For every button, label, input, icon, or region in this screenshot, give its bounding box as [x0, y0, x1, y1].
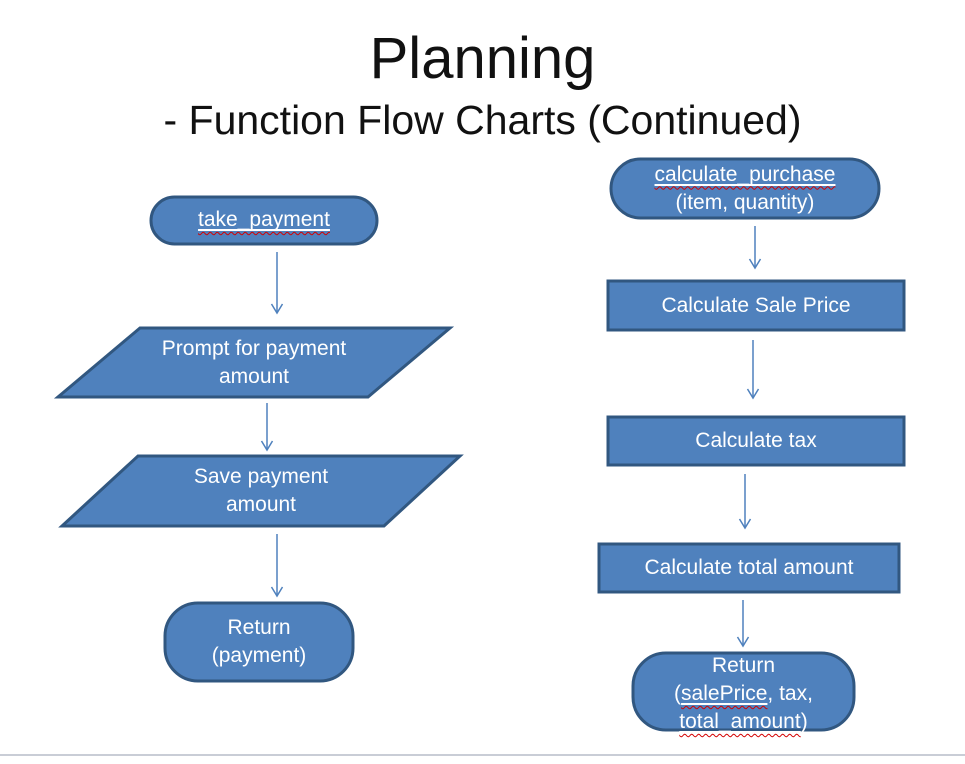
slide-footer-divider [0, 754, 965, 756]
arrowhead-icon [260, 440, 274, 452]
arrowhead-icon [746, 388, 760, 400]
slide-title: Planning [369, 26, 596, 91]
process-calculate-total [597, 542, 901, 594]
io-save-payment [58, 454, 464, 528]
process-calculate-sale-price [606, 279, 906, 332]
process-calculate-tax [606, 415, 906, 467]
terminator-return-tuple [631, 651, 856, 732]
arrowhead-icon [748, 258, 762, 270]
io-prompt-payment [53, 326, 455, 399]
terminator-take-payment [149, 195, 379, 246]
arrowhead-icon [270, 586, 284, 598]
terminator-calculate-purchase [609, 157, 881, 220]
arrowhead-icon [270, 303, 284, 315]
arrowhead-icon [738, 518, 752, 530]
terminator-return-payment [163, 601, 355, 683]
slide-subtitle: - Function Flow Charts (Continued) [163, 97, 802, 143]
arrowhead-icon [736, 636, 750, 648]
